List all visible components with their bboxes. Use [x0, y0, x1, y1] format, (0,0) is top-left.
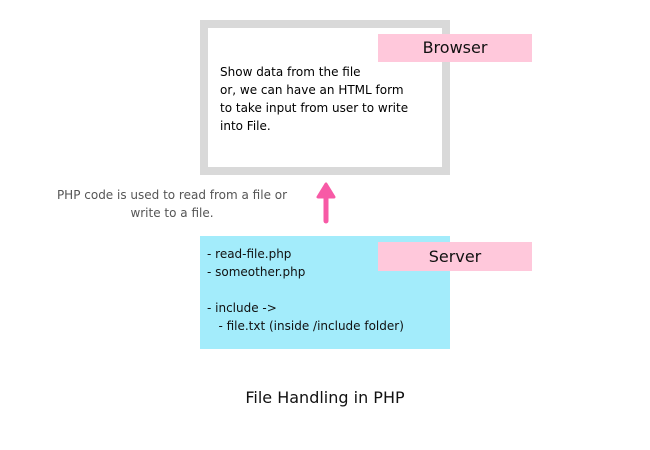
server-line: - read-file.php	[207, 247, 292, 261]
up-arrow-icon	[316, 182, 336, 224]
browser-label: Browser	[378, 34, 532, 62]
note-line: write to a file.	[130, 206, 214, 220]
server-line: - include ->	[207, 301, 277, 315]
server-label: Server	[378, 242, 532, 271]
arrow-head	[316, 182, 336, 199]
browser-line: to take input from user to write	[220, 101, 409, 115]
php-note: PHP code is used to read from a file or …	[52, 186, 292, 222]
browser-description: Show data from the file or, we can have …	[220, 63, 435, 135]
browser-line: into File.	[220, 119, 271, 133]
server-line	[207, 281, 442, 299]
browser-line: Show data from the file	[220, 65, 361, 79]
server-line: - someother.php	[207, 265, 306, 279]
server-line: - file.txt (inside /include folder)	[207, 319, 404, 333]
browser-line: or, we can have an HTML form	[220, 83, 404, 97]
server-file-list: - read-file.php - someother.php - includ…	[207, 245, 442, 335]
note-line: PHP code is used to read from a file or	[56, 188, 288, 202]
diagram-caption: File Handling in PHP	[245, 388, 405, 407]
